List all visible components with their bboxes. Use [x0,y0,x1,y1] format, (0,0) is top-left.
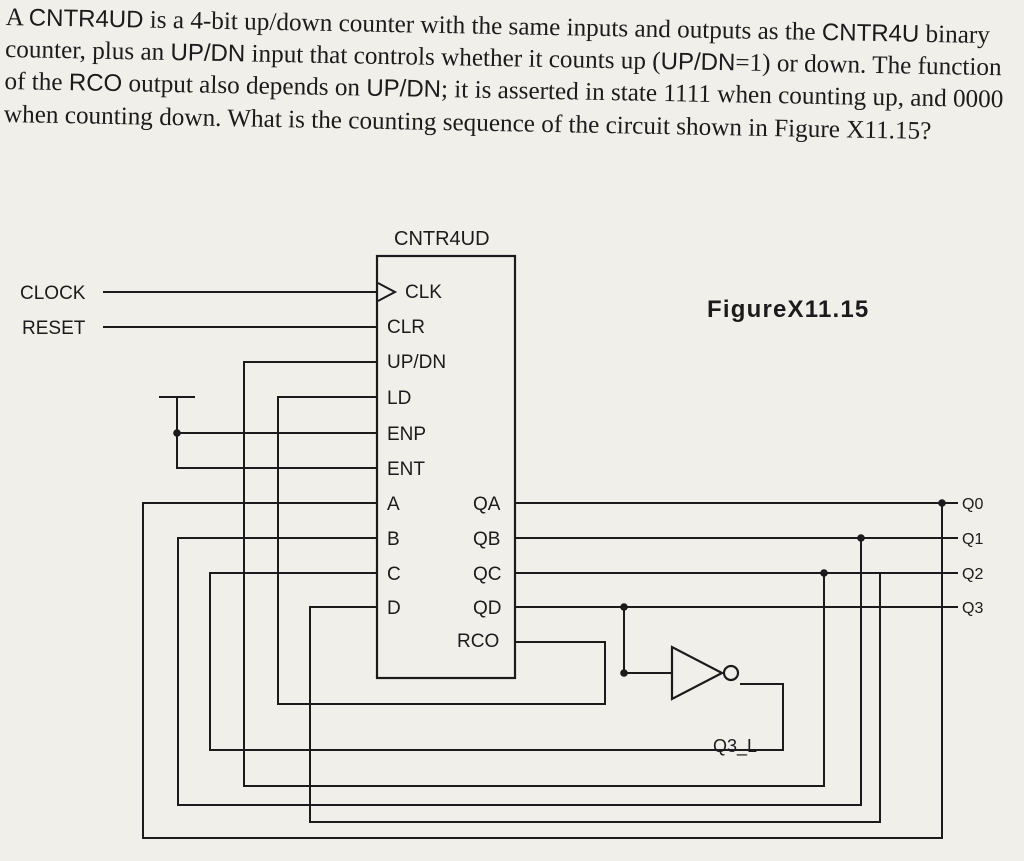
a-input-wire [142,502,943,839]
pin-b: B [387,529,400,550]
q2-junction [820,569,828,577]
pin-updn: UP/DN [387,352,446,373]
pin-d: D [387,598,401,619]
input-reset-label: RESET [22,318,86,339]
inverter-bubble-icon [722,664,740,682]
pin-qc: QC [473,564,502,585]
pin-qb: QB [473,529,500,550]
pin-ent: ENT [387,459,425,480]
pin-c: C [387,564,401,585]
enable-junction [173,429,181,437]
c-input-wire [209,572,784,751]
pin-clk: CLK [405,282,442,303]
pin-a: A [387,494,400,515]
q1-junction [857,534,865,542]
pin-qa: QA [473,494,501,515]
b-input-wire [177,537,862,806]
pin-clr: CLR [387,317,425,338]
qd-to-inverter-wire [623,607,672,674]
output-q0-label: Q0 [962,496,983,513]
input-clock-label: CLOCK [20,283,86,304]
clock-triangle-icon [377,282,398,302]
pin-qd: QD [473,598,502,619]
figure-caption: FigureX11.15 [707,296,869,323]
pin-enp: ENP [387,424,426,445]
inverter-icon [670,645,725,701]
pin-ld: LD [387,388,411,409]
chip-name: CNTR4UD [394,228,490,250]
d-input-wire [309,574,881,823]
pin-rco: RCO [457,631,499,652]
output-q2-label: Q2 [962,566,983,583]
inverter-input-junction [620,669,628,677]
output-q1-label: Q1 [962,531,983,548]
enable-wire [176,397,377,469]
updn-feedback-wire [243,361,825,787]
output-q3-label: Q3 [962,600,983,617]
q0-junction [938,499,946,507]
ld-feedback-wire [277,396,606,705]
inverter-output-label: Q3_L [713,736,757,757]
